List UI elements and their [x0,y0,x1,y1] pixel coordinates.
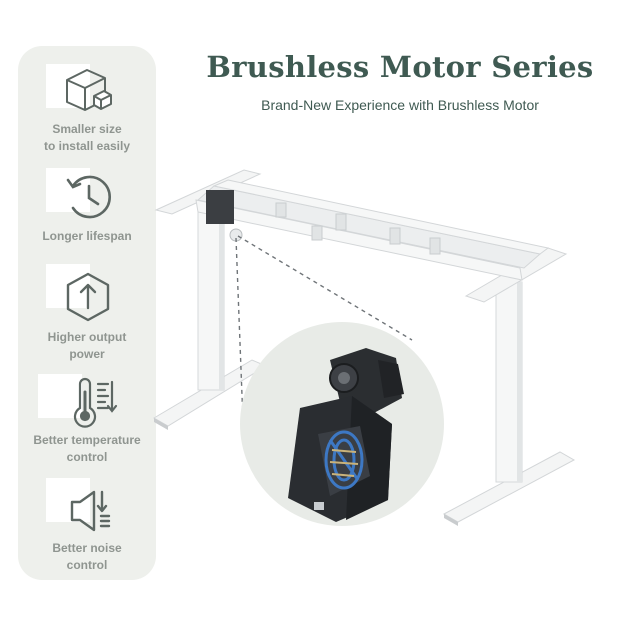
feature-smaller-size: Smaller size to install easily [18,46,156,156]
desk-frame [153,169,576,526]
brushless-motor [288,348,404,522]
feature-label: Smaller size to install easily [43,122,131,153]
page-title: Brushless Motor Series [206,50,594,84]
callout-lines [235,235,413,449]
icon-background [38,374,82,418]
feature-label: Longer lifespan [42,229,132,243]
feature-temperature: Better temperature control [18,366,156,471]
icon-background [46,168,90,212]
feature-label: Higher output power [47,330,127,361]
feature-label: Better noise control [52,541,122,572]
feature-longer-lifespan: Longer lifespan [18,158,156,248]
feature-noise: Better noise control [18,472,156,580]
feature-higher-output: Higher output power [18,252,156,362]
page-subtitle: Brand-New Experience with Brushless Moto… [261,97,539,113]
feature-label: Better temperature control [33,433,141,464]
feature-sidebar: Smaller size to install easily Longer li… [18,46,156,580]
